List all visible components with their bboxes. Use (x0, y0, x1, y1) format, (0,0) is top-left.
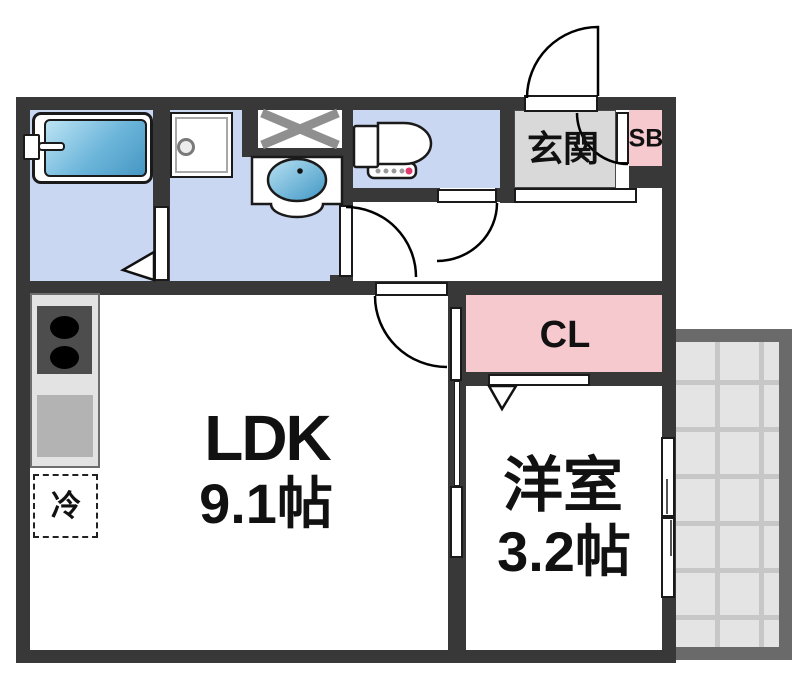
balcony-border-right (779, 329, 792, 660)
kitchen-sink (37, 395, 93, 457)
balcony-border-top (676, 329, 792, 342)
toilet-door-swing (436, 202, 499, 263)
drain-icon (177, 138, 195, 156)
western-room-label: 洋室 (503, 452, 623, 519)
stove-burner-icon (50, 346, 79, 369)
ldk-door-leaf (375, 282, 448, 296)
wall-below-shoebox (629, 166, 676, 188)
stove-burner-icon (50, 316, 79, 339)
western-room-size-label: 3.2帖 (497, 520, 631, 583)
washing-machine-pan-inner (175, 117, 228, 173)
entrance-step (514, 188, 637, 203)
entrance-label: 玄関 (526, 128, 600, 169)
closet-floor (466, 295, 662, 372)
balcony (676, 342, 779, 647)
wall-top (16, 97, 676, 110)
window-panel (661, 517, 675, 598)
sliding-door-panel (450, 486, 463, 558)
wall-left (16, 97, 30, 663)
ldk-size-label: 9.1帖 (199, 472, 333, 535)
refrigerator-label: 冷 (51, 490, 81, 523)
ldk-label: LDK (204, 402, 332, 474)
sliding-door-panel (450, 307, 462, 381)
entrance-door-opening (524, 95, 598, 112)
wall-pipe-space-left (242, 110, 258, 148)
wall-washroom-toilet (340, 110, 353, 207)
bath-door-leaf (154, 206, 169, 281)
shoe-box (629, 110, 662, 166)
wall-toilet-bottom-right (495, 188, 514, 202)
refrigerator-space (33, 474, 98, 538)
washroom-door-leaf (339, 205, 353, 277)
wall-bottom (16, 650, 676, 663)
wall-horizontal-main (16, 281, 676, 295)
closet-folding-door-icon (486, 384, 519, 412)
wall-toilet-bottom-left (353, 188, 440, 202)
sliding-door-track (454, 381, 460, 486)
toilet-door-leaf (437, 189, 497, 203)
shoe-box-label: SB (628, 124, 664, 153)
closet-label: CL (539, 314, 591, 356)
ldk-door-swing (373, 295, 448, 369)
wall-pipe-space-bottom (242, 147, 342, 157)
washroom-door-swing (345, 205, 418, 278)
closet-door-opening (488, 374, 590, 386)
toilet-floor (353, 110, 500, 188)
bath-faucet-icon (38, 142, 65, 151)
entrance-door-jamb (616, 112, 629, 164)
window-panel (661, 437, 675, 517)
balcony-border-bottom (676, 647, 792, 660)
wall-toilet-entrance (500, 110, 514, 203)
